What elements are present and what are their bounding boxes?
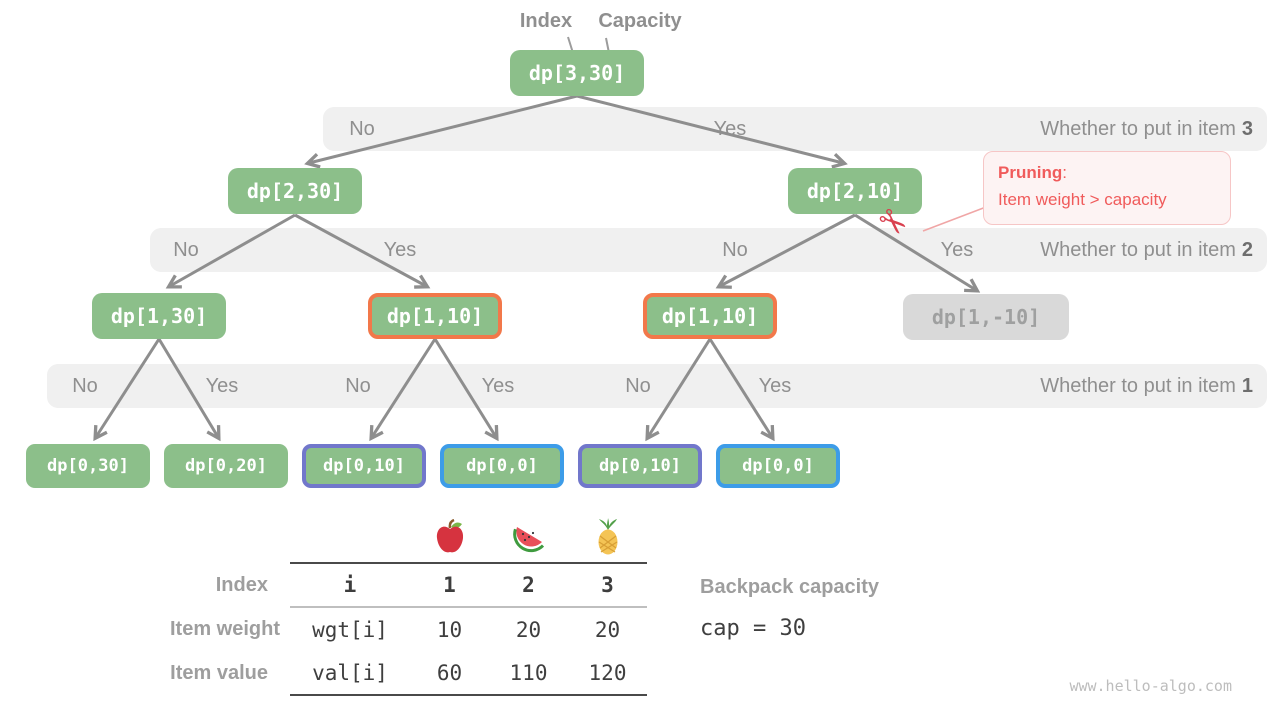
weight-cell: 20: [594, 617, 621, 642]
table-weight-row: Item weight wgt[i] 10 20 20: [170, 608, 650, 651]
table-header-row: Index i 1 2 3: [170, 562, 650, 608]
item-number: 2: [1241, 239, 1253, 261]
value-cell: 110: [509, 660, 548, 685]
weight-cell: 20: [515, 617, 542, 642]
pruning-callout: Pruning: Item weight > capacity: [983, 151, 1231, 225]
dp-node-0-20: dp[0,20]: [164, 444, 288, 488]
dp-node-1-neg10-pruned: dp[1,-10]: [903, 294, 1069, 340]
table-value-row: Item value val[i] 60 110 120: [170, 651, 650, 696]
apple-icon: [410, 519, 489, 555]
item-number: 1: [1241, 375, 1253, 397]
capacity-info: Backpack capacity cap = 30: [700, 576, 879, 641]
capacity-axis-label: Capacity: [598, 10, 682, 32]
dp-node-0-30: dp[0,30]: [26, 444, 150, 488]
dp-node-1-10-highlighted: dp[1,10]: [368, 293, 502, 339]
weight-cell: 10: [436, 617, 463, 642]
header-cell: 1: [443, 573, 456, 597]
band-label-yes: Yes: [758, 375, 792, 397]
dp-node-2-10: dp[2,10]: [788, 168, 922, 214]
dp-node-0-0-highlighted: dp[0,0]: [716, 444, 840, 488]
fruit-row: [170, 512, 650, 562]
value-cell: val[i]: [312, 660, 388, 685]
capacity-value: cap = 30: [700, 616, 806, 641]
index-axis-label: Index: [519, 10, 573, 32]
band-label-yes: Yes: [383, 239, 417, 261]
header-cell: i: [343, 573, 357, 597]
dp-node-2-30: dp[2,30]: [228, 168, 362, 214]
pruning-title: Pruning:: [998, 163, 1067, 182]
decision-band-item-1: No Yes No Yes No Yes Whether to put in i…: [47, 364, 1267, 408]
dp-node-0-10-highlighted: dp[0,10]: [302, 444, 426, 488]
watermark: www.hello-algo.com: [1069, 677, 1232, 695]
item-table: Index i 1 2 3 Item weight wgt[i] 10 20 2…: [170, 512, 650, 696]
band-label-no: No: [722, 239, 748, 261]
row-label-weight: Item weight: [170, 618, 281, 640]
header-cell: 3: [601, 573, 614, 597]
value-cell: 60: [436, 660, 463, 685]
row-label-value: Item value: [170, 662, 268, 684]
band-label-yes: Yes: [481, 375, 515, 397]
band-label-yes: Yes: [940, 239, 974, 261]
band-label-no: No: [173, 239, 199, 261]
dp-node-3-30: dp[3,30]: [510, 50, 644, 96]
header-cell: 2: [522, 573, 535, 597]
band-label-yes: Yes: [205, 375, 239, 397]
pineapple-icon: [568, 518, 647, 556]
band-label-no: No: [625, 375, 651, 397]
capacity-title: Backpack capacity: [700, 576, 880, 598]
row-label-index: Index: [215, 573, 268, 596]
item-number: 3: [1241, 118, 1253, 140]
value-cell: 120: [588, 660, 627, 685]
weight-cell: wgt[i]: [312, 617, 388, 642]
pruning-body: Item weight > capacity: [998, 189, 1167, 209]
band-label-no: No: [72, 375, 98, 397]
band-label-no: No: [345, 375, 371, 397]
dp-node-0-0-highlighted: dp[0,0]: [440, 444, 564, 488]
band-label-yes: Yes: [713, 118, 747, 140]
watermelon-icon: [489, 521, 568, 553]
band-label-no: No: [349, 118, 375, 140]
dp-node-1-30: dp[1,30]: [92, 293, 226, 339]
dp-node-1-10-highlighted: dp[1,10]: [643, 293, 777, 339]
dp-node-0-10-highlighted: dp[0,10]: [578, 444, 702, 488]
